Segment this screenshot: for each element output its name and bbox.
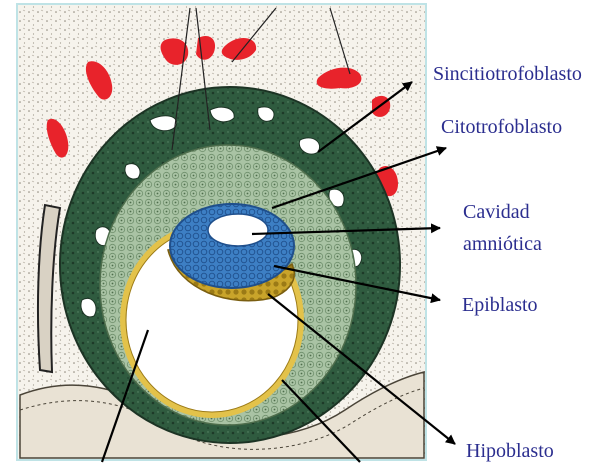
amniotic-cavity [208, 214, 268, 246]
label-hipoblasto: Hipoblasto [466, 437, 554, 465]
label-epiblasto: Epiblasto [462, 291, 538, 319]
label-cavidad: Cavidad [463, 198, 530, 226]
label-citotrofoblasto: Citotrofoblasto [441, 113, 562, 141]
label-amniotica: amniótica [463, 230, 542, 258]
label-sincitiotrofoblasto: Sincitiotrofoblasto [433, 60, 582, 88]
